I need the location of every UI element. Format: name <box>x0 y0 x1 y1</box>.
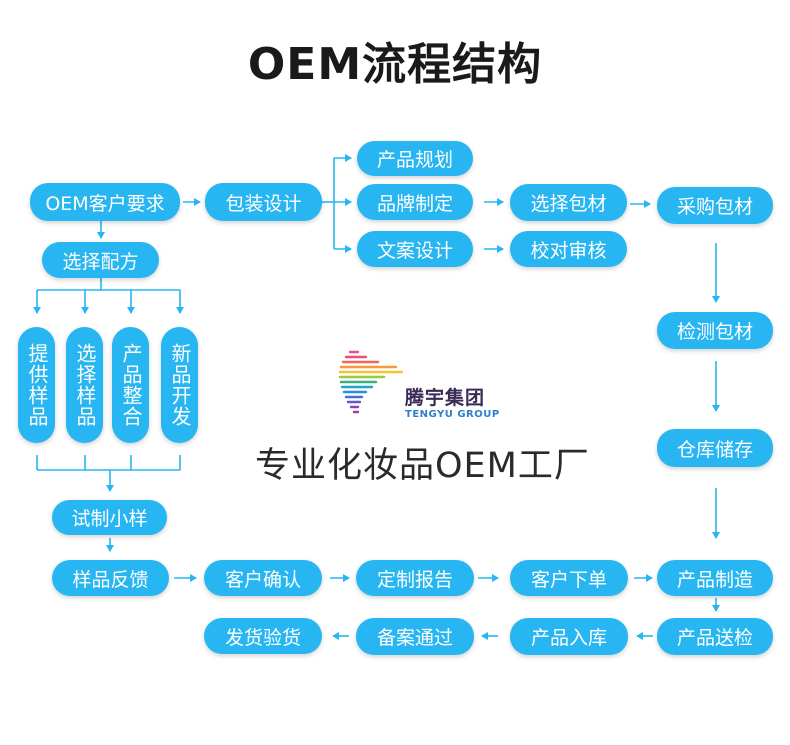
step-product-planning: 产品规划 <box>357 141 473 176</box>
step-customer-order: 客户下单 <box>510 560 628 596</box>
logo-subtitle: TENGYU GROUP <box>405 409 500 420</box>
step-filing-approved: 备案通过 <box>356 618 474 655</box>
step-trial-small-sample: 试制小样 <box>52 500 167 535</box>
step-warehouse-storage: 仓库储存 <box>657 429 773 467</box>
step-select-packaging: 选择包材 <box>510 184 627 221</box>
step-copywriting-design: 文案设计 <box>357 231 473 267</box>
logo <box>336 348 536 428</box>
step-oem-customer-request: OEM客户要求 <box>30 183 180 221</box>
step-customer-confirmation: 客户确认 <box>204 560 322 596</box>
step-packaging-design: 包装设计 <box>205 183 322 221</box>
step-select-samples: 选择样品 <box>66 327 103 443</box>
step-product-manufacturing: 产品制造 <box>657 560 773 596</box>
step-provide-samples: 提供样品 <box>18 327 55 443</box>
step-brand-making: 品牌制定 <box>357 184 473 220</box>
step-inspect-packaging: 检测包材 <box>657 312 773 349</box>
step-product-inspection: 产品送检 <box>657 618 773 655</box>
step-new-product-development: 新品开发 <box>161 327 198 443</box>
step-purchase-packaging: 采购包材 <box>657 187 773 224</box>
step-product-integration: 产品整合 <box>112 327 149 443</box>
step-custom-report: 定制报告 <box>356 560 474 596</box>
step-product-warehousing: 产品入库 <box>510 618 628 655</box>
logo-name: 腾宇集团 <box>405 387 486 409</box>
page-title: OEM流程结构 <box>247 39 543 90</box>
step-select-formula: 选择配方 <box>42 242 159 278</box>
slogan: 专业化妆品OEM工厂 <box>255 446 590 486</box>
step-shipment-check: 发货验货 <box>204 618 322 654</box>
step-sample-feedback: 样品反馈 <box>52 560 169 596</box>
step-proofread-review: 校对审核 <box>510 231 627 267</box>
logo-mark-icon <box>338 350 404 414</box>
